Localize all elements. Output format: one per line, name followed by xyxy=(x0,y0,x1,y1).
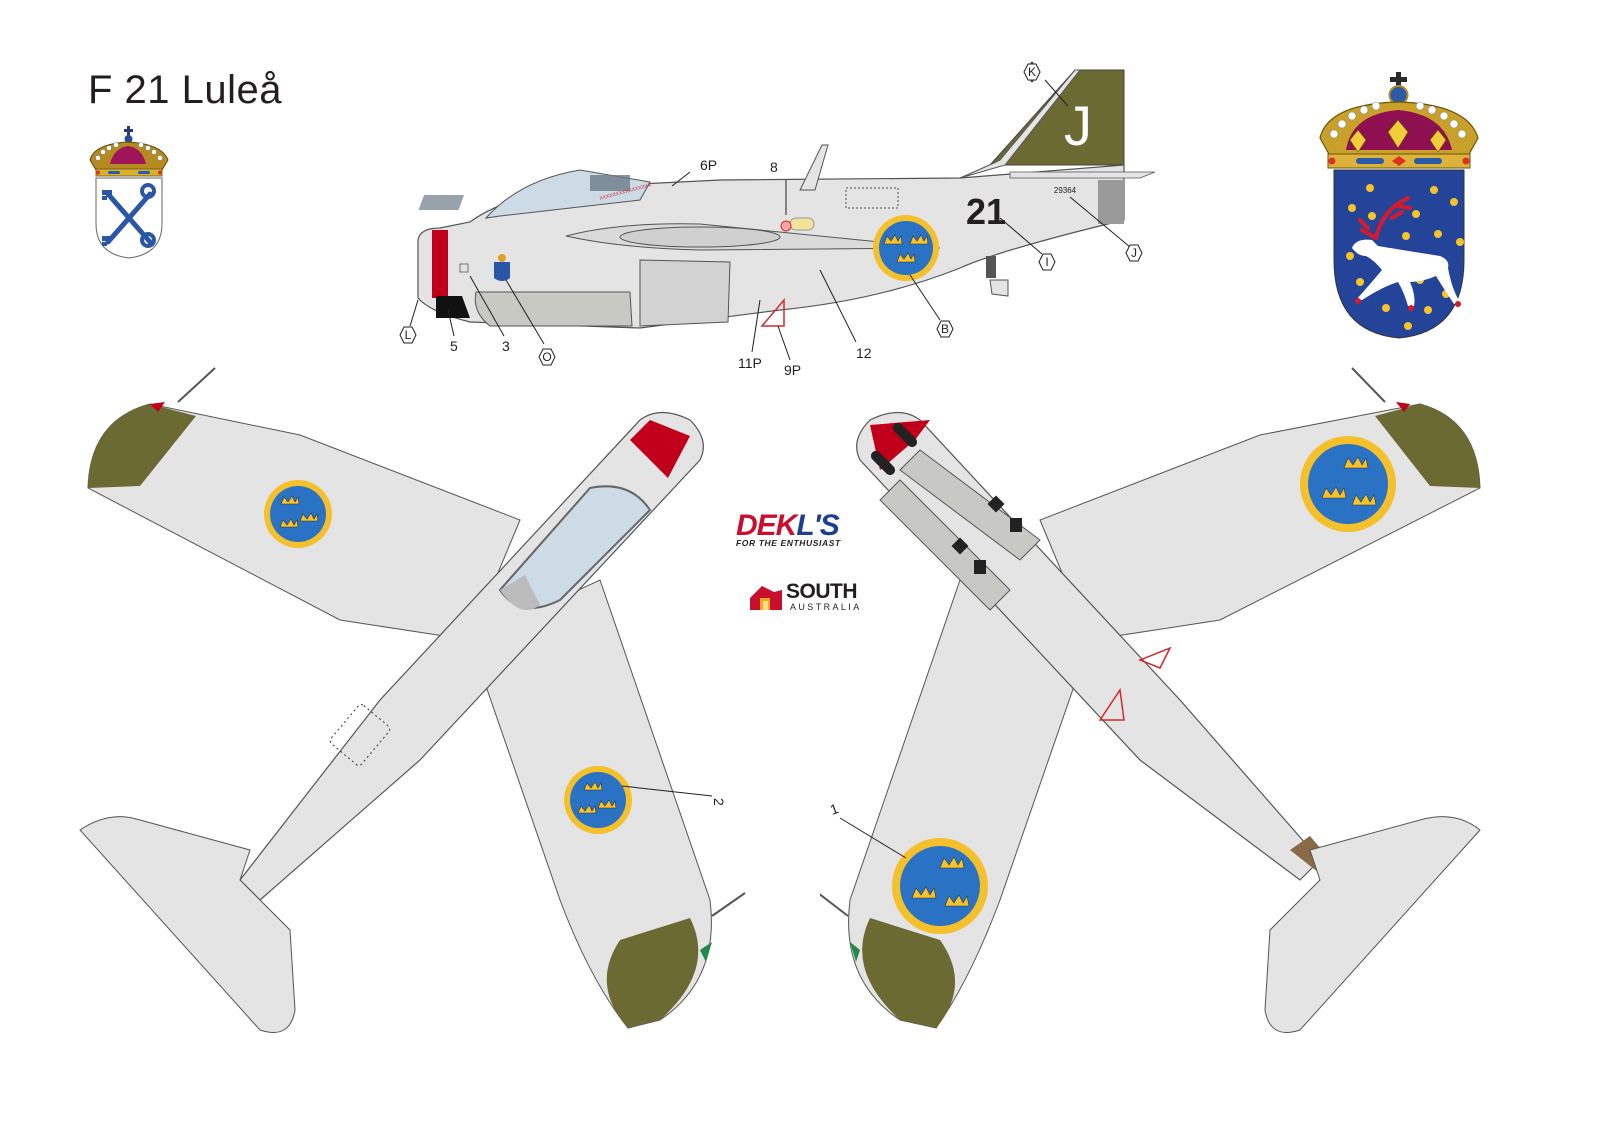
callout-1: 1 xyxy=(828,800,841,818)
svg-text:I: I xyxy=(1045,255,1048,269)
tail-code-letter: J xyxy=(1064,94,1092,157)
top-wing-roundel-left-icon xyxy=(264,480,332,548)
side-view-profile: J XXXXXXXXXXXXXXXX 21 29364 xyxy=(399,61,1156,378)
bottom-wing-roundel-right-icon xyxy=(1300,436,1396,532)
house-map-icon xyxy=(750,586,782,610)
callout-3: 3 xyxy=(502,338,510,354)
hex-callout-B: B xyxy=(936,320,954,338)
hex-callout-L: L xyxy=(399,326,417,344)
top-view-plan: 2 xyxy=(79,367,746,1033)
top-wing-roundel-right-icon xyxy=(564,766,632,834)
page-title: F 21 Luleå xyxy=(88,68,283,112)
fuselage-number: 21 xyxy=(966,191,1006,232)
norrbotten-crest-icon xyxy=(1319,72,1479,339)
hex-callout-I: I xyxy=(1038,253,1056,271)
side-roundel-icon xyxy=(873,215,939,281)
callout-12: 12 xyxy=(856,345,872,361)
serial-number: 29364 xyxy=(1054,186,1077,195)
svg-text:K: K xyxy=(1028,65,1036,79)
dekls-tagline: FOR THE ENTHUSIAST xyxy=(736,538,841,548)
callout-6P: 6P xyxy=(700,157,717,173)
svg-text:J: J xyxy=(1131,246,1137,260)
bottom-wing-roundel-left-icon xyxy=(892,838,988,934)
hex-callout-J: J xyxy=(1125,244,1143,262)
dekls-logo: DEKL'S FOR THE ENTHUSIAST xyxy=(736,511,876,549)
callout-5: 5 xyxy=(450,338,458,354)
south-australia-logo: SOUTH AUSTRALIA xyxy=(748,580,868,620)
svg-text:O: O xyxy=(542,350,551,364)
callout-11P: 11P xyxy=(738,355,762,371)
hex-callout-O: O xyxy=(538,348,556,366)
hex-callout-K: K xyxy=(1023,63,1041,81)
callout-8: 8 xyxy=(770,159,778,175)
svg-text:B: B xyxy=(941,322,949,336)
svg-text:L: L xyxy=(405,328,412,342)
lulea-crest-icon xyxy=(89,126,169,259)
callout-9P: 9P xyxy=(784,362,801,378)
callout-2: 2 xyxy=(711,798,727,806)
bottom-view-plan: 1 xyxy=(820,367,1481,1033)
